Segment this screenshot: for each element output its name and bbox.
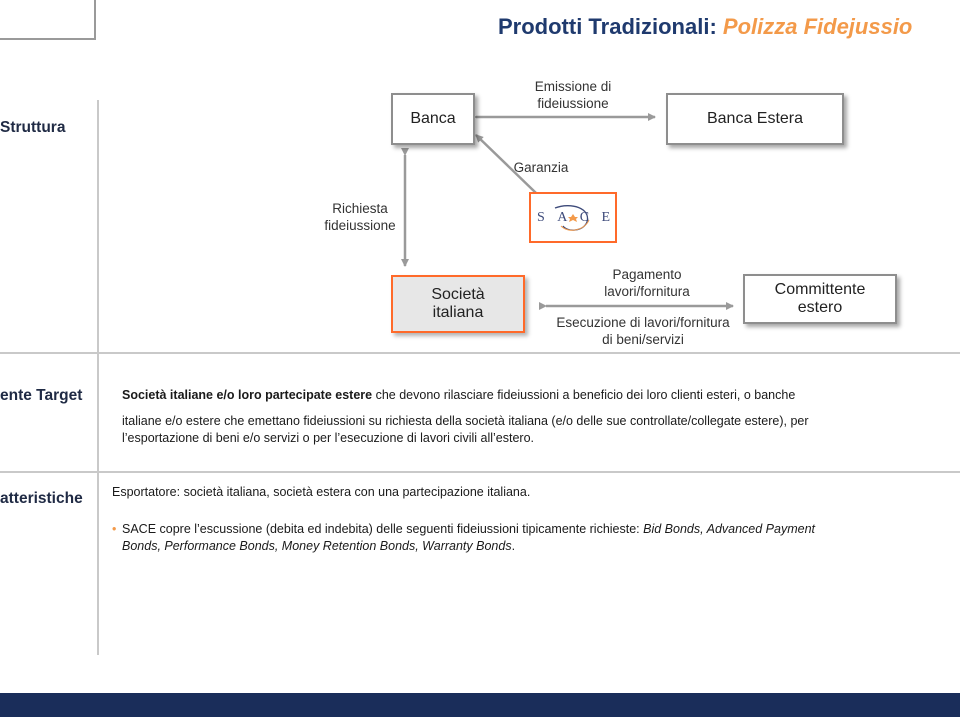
caratteristiche-line-1: Esportatore: società italiana, società e… xyxy=(112,485,531,499)
societa-italiana-box: Società italiana xyxy=(391,275,525,333)
societa-label: Società italiana xyxy=(431,286,484,322)
banca-box: Banca xyxy=(391,93,475,145)
committente-estero-box: Committente estero xyxy=(743,274,897,324)
sace-letter-e: E xyxy=(601,210,611,225)
committente-line1: Committente xyxy=(774,281,866,298)
emissione-line1: Emissione di xyxy=(534,79,612,94)
section-divider-vertical xyxy=(97,100,99,655)
committente-line2: estero xyxy=(797,299,843,316)
emissione-label: Emissione di fideiussione xyxy=(506,78,640,112)
banca-estera-box: Banca Estera xyxy=(666,93,844,145)
garanzia-label: Garanzia xyxy=(513,160,569,175)
pagamento-line1: Pagamento xyxy=(612,267,682,282)
target-line-3: l’esportazione di beni e/o servizi o per… xyxy=(122,431,535,445)
section-divider-2 xyxy=(0,471,960,473)
committente-label: Committente estero xyxy=(775,281,866,317)
emissione-line2: fideiussione xyxy=(537,96,609,111)
pagamento-label: Pagamento lavori/fornitura xyxy=(562,266,732,300)
target-bold: Società italiane e/o loro partecipate es… xyxy=(122,388,373,402)
richiesta-line1: Richiesta xyxy=(332,201,388,216)
caratteristiche-bullet-line-2: Bonds, Performance Bonds, Money Retentio… xyxy=(122,538,942,555)
societa-line2: italiana xyxy=(432,304,484,321)
banca-label: Banca xyxy=(410,110,456,127)
diagram-arrows xyxy=(401,113,734,310)
richiesta-label: Richiesta fideiussione xyxy=(306,200,414,234)
page-title-main: Prodotti Tradizionali: xyxy=(498,14,723,39)
header-corner-horizontal xyxy=(0,38,96,40)
esecuzione-label: Esecuzione di lavori/fornitura di beni/s… xyxy=(545,314,741,348)
section-label-cliente-target: ente Target xyxy=(0,387,83,404)
societa-line1: Società xyxy=(431,286,485,303)
bullet-italic-1: Bid Bonds, Advanced Payment xyxy=(643,522,816,536)
bullet-end: . xyxy=(511,539,516,553)
bullet-text-1: SACE copre l’escussione (debita ed indeb… xyxy=(122,522,640,536)
sace-letter-c: C xyxy=(579,210,591,225)
esecuzione-line1: Esecuzione di lavori/fornitura xyxy=(556,315,730,330)
header-corner-vertical xyxy=(94,0,96,40)
sace-logo-icon xyxy=(554,204,590,231)
pagamento-line2: lavori/fornitura xyxy=(604,284,690,299)
arrow-sace-banca xyxy=(475,134,537,194)
sace-letter-s: S xyxy=(537,210,546,225)
target-line-2: italiane e/o estere che emettano fideius… xyxy=(122,414,809,428)
esecuzione-line2: di beni/servizi xyxy=(602,332,684,347)
page-title-accent: Polizza Fidejussio xyxy=(722,14,913,39)
target-line1-rest: che devono rilasciare fideiussioni a ben… xyxy=(375,388,796,402)
sace-letter-a: A xyxy=(557,210,569,225)
bullet-icon: • xyxy=(112,522,117,536)
caratteristiche-bullet-line-1: SACE copre l’escussione (debita ed indeb… xyxy=(122,521,942,538)
section-label-struttura: Struttura xyxy=(0,119,66,136)
target-line-1: Società italiane e/o loro partecipate es… xyxy=(122,387,942,404)
banca-estera-label: Banca Estera xyxy=(706,110,804,127)
footer-bar xyxy=(0,693,960,717)
page-title: Prodotti Tradizionali: Polizza Fidejussi… xyxy=(498,14,912,40)
bullet-italic-2: Bonds, Performance Bonds, Money Retentio… xyxy=(122,539,512,553)
section-label-caratteristiche: atteristiche xyxy=(0,490,83,507)
richiesta-line2: fideiussione xyxy=(324,218,396,233)
section-divider-1 xyxy=(0,352,960,354)
